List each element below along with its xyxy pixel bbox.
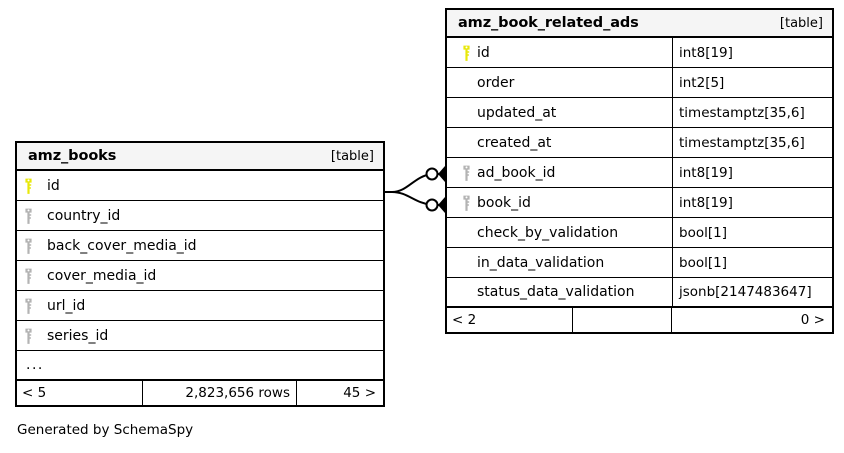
prev-tables-link[interactable]: < 2 — [452, 312, 477, 328]
column-type-cell: jsonb[2147483647] — [672, 278, 832, 306]
row-count-label — [572, 308, 672, 332]
table-title: amz_book_related_ads — [458, 15, 639, 31]
column-name-cell: check_by_validation — [477, 224, 619, 241]
column-name-cell: in_data_validation — [477, 254, 605, 271]
foreign-key-icon — [17, 321, 39, 350]
table-row[interactable]: cover_media_id — [17, 261, 383, 291]
column-type-cell: bool[1] — [672, 248, 832, 277]
column-name-cell: cover_media_id — [47, 267, 157, 284]
table-row[interactable]: created_at timestamptz[35,6] — [447, 128, 832, 158]
edge-crowsfoot-ad-book-id — [438, 166, 445, 182]
table-amz-book-related-ads[interactable]: amz_book_related_ads [table] id int8[19]… — [445, 8, 834, 334]
table-row[interactable]: updated_at timestamptz[35,6] — [447, 98, 832, 128]
foreign-key-icon — [455, 195, 477, 211]
table-row[interactable]: series_id — [17, 321, 383, 351]
table-row[interactable]: in_data_validation bool[1] — [447, 248, 832, 278]
foreign-key-icon — [17, 261, 39, 290]
column-type-cell: timestamptz[35,6] — [672, 128, 832, 157]
column-type-cell: int2[5] — [672, 68, 832, 97]
prev-tables-link[interactable]: < 5 — [22, 385, 47, 401]
more-columns-row: ... — [17, 351, 383, 381]
column-name-cell: series_id — [47, 327, 109, 344]
table-row[interactable]: order int2[5] — [447, 68, 832, 98]
ellipsis-cell: ... — [26, 357, 44, 373]
edge-crowsfoot-book-id — [438, 197, 445, 213]
column-name-cell: id — [47, 177, 60, 194]
table-title: amz_books — [28, 148, 117, 164]
row-count-label: 2,823,656 rows — [142, 381, 297, 405]
column-name-cell: book_id — [447, 188, 672, 217]
column-type-cell: timestamptz[35,6] — [672, 98, 832, 127]
primary-key-icon — [455, 45, 477, 61]
foreign-key-icon — [17, 201, 39, 230]
table-kind-label: [table] — [779, 15, 823, 31]
edge-line-book-id — [391, 191, 433, 206]
table-row[interactable]: back_cover_media_id — [17, 231, 383, 261]
edge-optional-circle-book-id — [425, 198, 439, 212]
column-name-cell: country_id — [47, 207, 121, 224]
table-row[interactable]: id int8[19] — [447, 38, 832, 68]
table-row[interactable]: country_id — [17, 201, 383, 231]
table-row[interactable]: id — [17, 171, 383, 201]
table-header-amz-books: amz_books [table] — [17, 143, 383, 171]
foreign-key-icon — [17, 231, 39, 260]
table-row[interactable]: ad_book_id int8[19] — [447, 158, 832, 188]
table-amz-books[interactable]: amz_books [table] id countr — [15, 141, 385, 407]
next-tables-link[interactable]: 45 > — [343, 385, 376, 401]
table-row[interactable]: status_data_validation jsonb[2147483647] — [447, 278, 832, 308]
table-kind-label: [table] — [330, 148, 374, 164]
column-type-cell: bool[1] — [672, 218, 832, 247]
table-header-amz-book-related-ads: amz_book_related_ads [table] — [447, 10, 832, 38]
foreign-key-icon — [17, 291, 39, 320]
column-name-cell: order — [477, 74, 515, 91]
table-row[interactable]: check_by_validation bool[1] — [447, 218, 832, 248]
table-row[interactable]: url_id — [17, 291, 383, 321]
table-row[interactable]: book_id int8[19] — [447, 188, 832, 218]
column-name-cell: url_id — [47, 297, 86, 314]
column-name-cell: ad_book_id — [447, 158, 672, 187]
column-name-cell: created_at — [477, 134, 552, 151]
primary-key-icon — [17, 171, 39, 200]
edge-line-ad-book-id — [391, 173, 433, 193]
column-name-cell: updated_at — [477, 104, 557, 121]
edge-optional-circle-ad-book-id — [425, 167, 439, 181]
column-type-cell: int8[19] — [672, 188, 832, 217]
column-name-cell: status_data_validation — [477, 284, 635, 300]
table-footer-amz-book-related-ads: < 2 0 > — [447, 308, 832, 332]
column-type-cell: int8[19] — [672, 38, 832, 67]
column-name-cell: back_cover_media_id — [47, 237, 197, 254]
column-name-cell: id — [447, 38, 672, 67]
table-footer-amz-books: < 5 2,823,656 rows 45 > — [17, 381, 383, 405]
generated-by-caption: Generated by SchemaSpy — [17, 422, 194, 438]
column-type-cell: int8[19] — [672, 158, 832, 187]
next-tables-link[interactable]: 0 > — [800, 312, 825, 328]
foreign-key-icon — [455, 165, 477, 181]
